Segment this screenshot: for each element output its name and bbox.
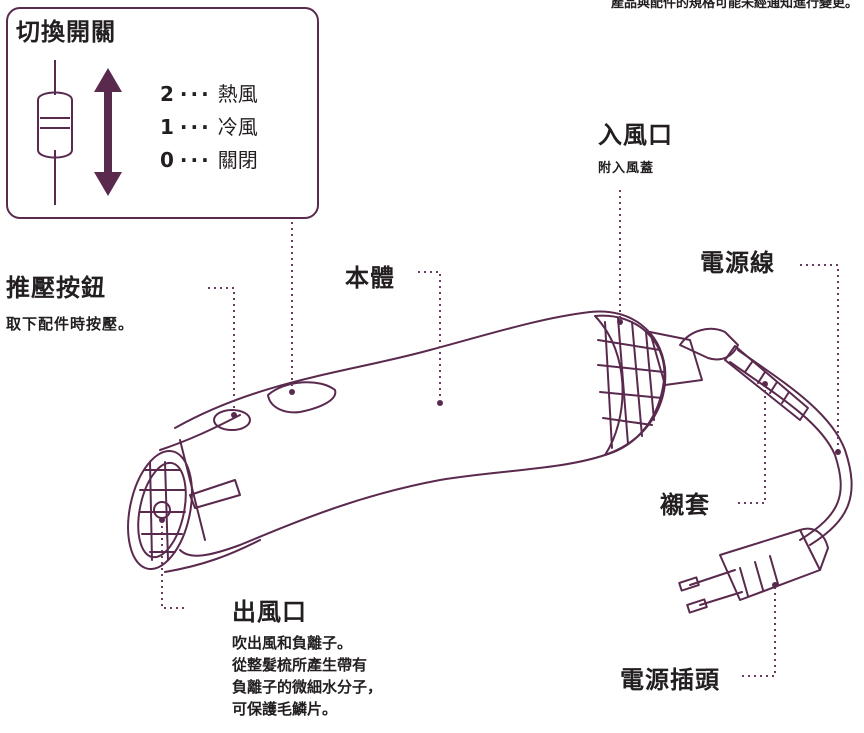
spec-change-note: 產品與配件的規格可能未經通知進行變更。: [610, 0, 858, 11]
air-inlet-desc: 附入風蓋: [598, 161, 655, 176]
power-plug-title: 電源插頭: [620, 666, 720, 694]
position-label: 冷風: [217, 115, 258, 139]
dots: ···: [179, 82, 212, 106]
air-outlet-desc-line: 負離子的微細水分子，: [232, 678, 383, 696]
power-plug-shape: [719, 529, 821, 601]
dryer-body-outline: [174, 310, 667, 557]
air-outlet-desc-line: 可保護毛鱗片。: [232, 700, 338, 718]
power-cord-title: 電源線: [700, 249, 775, 277]
switch-icon: [37, 91, 73, 159]
position-number: 2: [160, 82, 174, 106]
switch-position-cool: 1···冷風: [160, 111, 258, 140]
air-outlet-desc-line: 吹出風和負離子。: [232, 634, 353, 652]
switch-panel-title: 切換開關: [16, 18, 116, 46]
dots: ···: [179, 148, 212, 172]
position-number: 1: [160, 115, 174, 139]
air-outlet-desc-line: 從整髮梳所產生帶有: [232, 656, 368, 674]
position-number: 0: [160, 148, 174, 172]
power-cord-line: [737, 349, 853, 546]
air-inlet-title: 入風口: [598, 121, 673, 149]
position-label: 關閉: [217, 148, 258, 172]
switch-position-hot: 2···熱風: [160, 78, 258, 107]
release-button-desc: 取下配件時按壓。: [6, 315, 135, 333]
bushing-shape: [724, 345, 809, 421]
release-button-title: 推壓按鈕: [6, 274, 106, 302]
air-outlet-desc: 吹出風和負離子。 從整髮梳所產生帶有 負離子的微細水分子， 可保護毛鱗片。: [232, 632, 382, 720]
switch-position-off: 0···關閉: [160, 144, 258, 173]
position-label: 熱風: [217, 82, 258, 106]
up-arrow-icon: [94, 68, 122, 92]
dots: ···: [179, 115, 212, 139]
switch-panel: [6, 7, 319, 219]
down-arrow-icon: [94, 172, 122, 196]
body-title: 本體: [345, 264, 395, 292]
bushing-title: 襯套: [660, 491, 710, 519]
power-cord-line-2: [729, 361, 842, 541]
air-outlet-title: 出風口: [232, 598, 307, 626]
switch-slider: [267, 381, 337, 414]
